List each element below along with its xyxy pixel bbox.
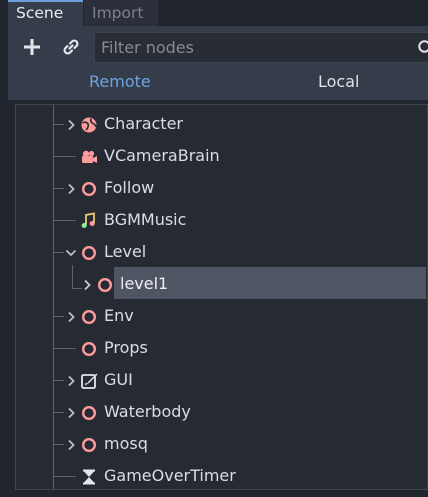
tree-item-label: mosq	[104, 434, 148, 453]
chevron-right-icon[interactable]	[66, 119, 76, 131]
selection-highlight	[114, 267, 426, 299]
tree-guide-line	[54, 476, 76, 477]
node-circle-icon	[81, 309, 97, 325]
instance-child-scene-button[interactable]	[60, 36, 82, 58]
tree-item-label: GameOverTimer	[104, 466, 236, 485]
filter-nodes-input[interactable]	[101, 33, 411, 62]
search-icon	[418, 40, 428, 53]
node-circle-icon	[81, 181, 97, 197]
chevron-right-icon[interactable]	[66, 439, 76, 451]
tree-item-label: Follow	[104, 178, 155, 197]
tree-item-level1[interactable]: level1	[16, 269, 427, 301]
remote-local-bar	[8, 70, 428, 100]
tree-guide-line	[54, 444, 64, 445]
node-circle-icon	[97, 277, 113, 293]
tree-item-bgmmusic[interactable]: BGMMusic	[16, 205, 427, 237]
chevron-right-icon[interactable]	[66, 375, 76, 387]
tree-item-label: BGMMusic	[104, 210, 187, 229]
tree-item-label: Env	[104, 306, 134, 325]
tree-guide-line	[54, 412, 64, 413]
globe-node-icon	[81, 117, 97, 133]
tree-item-label: Props	[104, 338, 148, 357]
node-circle-icon	[81, 245, 97, 261]
camera-icon	[82, 150, 97, 163]
tab-scene[interactable]: Scene	[8, 0, 83, 26]
tree-guide-line	[72, 288, 82, 289]
tree-item-label: Waterbody	[104, 402, 191, 421]
tree-item-mosq[interactable]: mosq	[16, 429, 427, 461]
tree-guide-line	[53, 105, 54, 489]
tree-item-level[interactable]: Level	[16, 237, 427, 269]
chevron-right-icon[interactable]	[66, 407, 76, 419]
tree-item-label: level1	[120, 274, 169, 293]
scene-tree[interactable]: Character VCameraBrain Follow BGMMusic	[15, 104, 428, 490]
plus-icon	[24, 39, 40, 55]
tree-guide-line	[54, 220, 76, 221]
audio-player-icon	[81, 212, 95, 228]
tree-item-vcamerabrain[interactable]: VCameraBrain	[16, 141, 427, 173]
hourglass-timer-icon	[83, 469, 95, 485]
node-circle-icon	[81, 405, 97, 421]
tree-item-waterbody[interactable]: Waterbody	[16, 397, 427, 429]
tree-item-gameovertimer[interactable]: GameOverTimer	[16, 461, 427, 489]
chevron-right-icon[interactable]	[66, 311, 76, 323]
gui-control-icon	[81, 373, 98, 389]
tree-item-label: Level	[104, 242, 147, 261]
dock-tab-bar: Scene Import	[0, 0, 428, 26]
local-button[interactable]: Local	[318, 72, 360, 91]
tree-item-label: GUI	[104, 370, 133, 389]
chevron-right-icon[interactable]	[66, 183, 76, 195]
link-icon	[63, 39, 79, 55]
tree-guide-line	[72, 265, 73, 288]
tree-item-props[interactable]: Props	[16, 333, 427, 365]
filter-nodes-field[interactable]	[94, 32, 428, 63]
tab-import[interactable]: Import	[84, 0, 158, 26]
tree-guide-line	[54, 316, 64, 317]
tree-guide-line	[54, 124, 64, 125]
tree-item-follow[interactable]: Follow	[16, 173, 427, 205]
tree-item-label: Character	[104, 114, 183, 133]
add-node-button[interactable]	[21, 36, 43, 58]
tree-item-env[interactable]: Env	[16, 301, 427, 333]
panel-left-margin	[0, 26, 8, 497]
tree-guide-line	[54, 380, 64, 381]
node-circle-icon	[81, 437, 97, 453]
tree-guide-line	[54, 188, 64, 189]
remote-button[interactable]: Remote	[89, 72, 151, 91]
tree-item-gui[interactable]: GUI	[16, 365, 427, 397]
chevron-down-icon[interactable]	[65, 248, 77, 258]
node-circle-icon	[81, 341, 97, 357]
chevron-right-icon[interactable]	[82, 279, 92, 291]
tree-item-character[interactable]: Character	[16, 109, 427, 141]
tree-item-label: VCameraBrain	[104, 146, 220, 165]
tree-guide-line	[54, 156, 76, 157]
tree-guide-line	[54, 348, 76, 349]
tree-guide-line	[54, 252, 64, 253]
